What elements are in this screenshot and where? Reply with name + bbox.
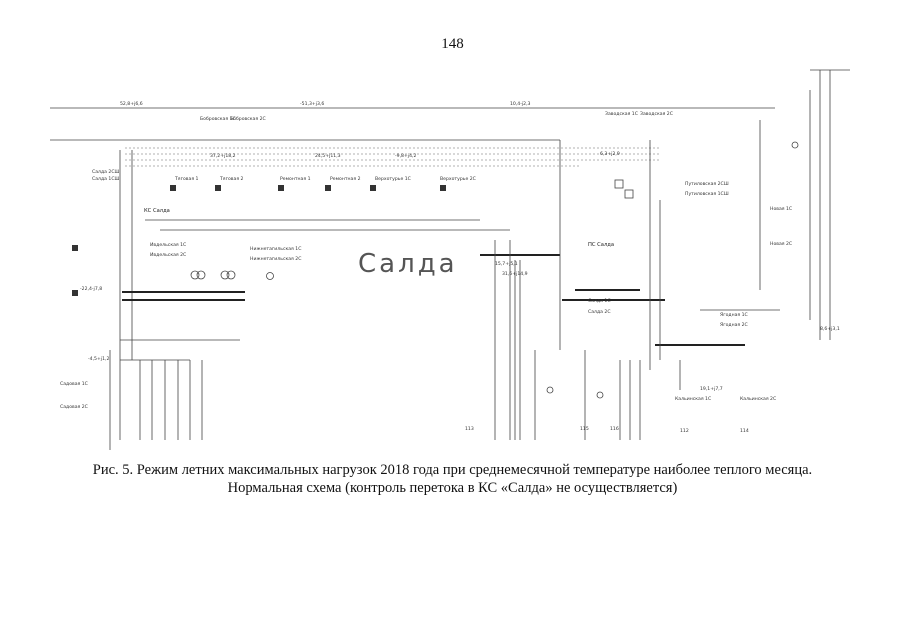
node-label: Салда 1СШ bbox=[92, 176, 120, 182]
station-ps-label: ПС Салда bbox=[588, 242, 614, 248]
flow-label: 6,3+j2,9 bbox=[600, 151, 620, 157]
flow-label: -4,5+j1,2 bbox=[88, 356, 109, 362]
node-label: Кальинская 2С bbox=[740, 396, 776, 402]
power-grid-diagram: Салда КС Салда ПС Салда Салда 2СШ Салда … bbox=[50, 69, 850, 450]
flow-label: 31,6+j14,9 bbox=[502, 271, 528, 277]
node-label: Новая 1С bbox=[770, 206, 792, 212]
node-label: Ремонтная 1 bbox=[280, 176, 311, 182]
figure-caption: Рис. 5. Режим летних максимальных нагруз… bbox=[0, 461, 905, 497]
node-label: Путиловская 1СШ bbox=[685, 191, 729, 197]
node-label: Садовая 1С bbox=[60, 381, 88, 387]
flow-label: 113 bbox=[465, 426, 474, 432]
caption-line-2: Нормальная схема (контроль перетока в КС… bbox=[227, 480, 678, 496]
node-label: Нижнетагильская 1С bbox=[250, 246, 301, 252]
node-label: Ивдельская 2С bbox=[150, 252, 186, 258]
node-label: Ремонтная 2 bbox=[330, 176, 361, 182]
flow-label: 24,5+j11,3 bbox=[315, 153, 341, 159]
flow-label: 112 bbox=[680, 428, 689, 434]
flow-label: 15,7+j5,1 bbox=[495, 261, 518, 267]
node-label: Ягодная 1С bbox=[720, 312, 748, 318]
flow-label: -22,4-j7,8 bbox=[80, 286, 102, 292]
flow-label: 52,8+j6,6 bbox=[120, 101, 143, 107]
caption-line-1: Рис. 5. Режим летних максимальных нагруз… bbox=[92, 462, 813, 478]
flow-label: 37,2+j18,2 bbox=[210, 153, 236, 159]
node-label: Салда 2С bbox=[588, 309, 611, 315]
flow-label: 116 bbox=[610, 426, 619, 432]
flow-label: -51,3+j3,6 bbox=[300, 101, 324, 107]
flow-label: -9,8+j4,2 bbox=[395, 153, 416, 159]
station-main-label: КС Салда bbox=[144, 208, 170, 214]
node-label: Заводская 1С bbox=[605, 111, 638, 117]
node-label: Салда 2СШ bbox=[92, 169, 120, 175]
node-label: Кальинская 1С bbox=[675, 396, 711, 402]
node-label: Путиловская 2СШ bbox=[685, 181, 729, 187]
node-label: Верхотурье 2С bbox=[440, 176, 476, 182]
flow-label: 114 bbox=[740, 428, 749, 434]
node-label: Нижнетагильская 2С bbox=[250, 256, 301, 262]
flow-label: 115 bbox=[580, 426, 589, 432]
flow-label: 19,1+j7,7 bbox=[700, 386, 723, 392]
node-label: Заводская 2С bbox=[640, 111, 673, 117]
node-label: Садовая 2С bbox=[60, 404, 88, 410]
node-label: Новая 2С bbox=[770, 241, 792, 247]
node-label: Ивдельская 1С bbox=[150, 242, 186, 248]
node-label: Верхотурье 1С bbox=[375, 176, 411, 182]
node-label: Бобровская 1С bbox=[200, 116, 236, 122]
node-label: Бобровская 2С bbox=[230, 116, 266, 122]
node-label: Салда 1С bbox=[588, 298, 611, 304]
node-label: Тяговая 1 bbox=[174, 176, 199, 182]
watermark-label: Салда bbox=[358, 249, 458, 279]
flow-label: 10,4-j2,3 bbox=[510, 101, 531, 107]
node-label: Тяговая 2 bbox=[219, 176, 244, 182]
page-number: 148 bbox=[441, 36, 464, 52]
node-label: Ягодная 2С bbox=[720, 322, 748, 328]
flow-label: 8,6+j3,1 bbox=[820, 326, 840, 332]
